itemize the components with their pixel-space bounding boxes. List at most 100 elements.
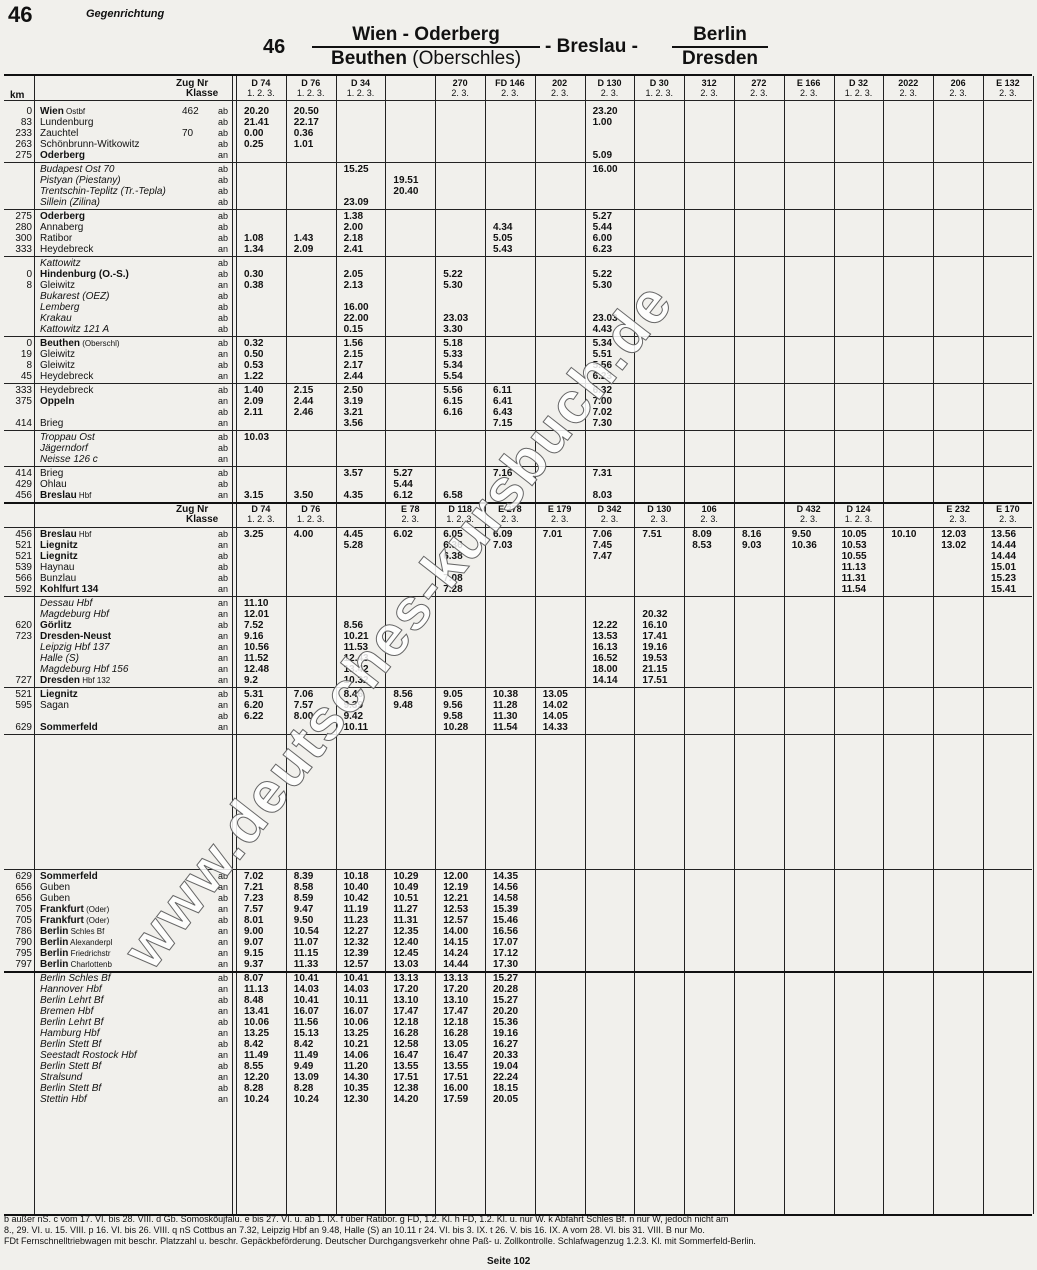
time-cell: 15.46 bbox=[493, 915, 519, 926]
time-cell: 10.11 bbox=[343, 722, 369, 733]
station-name: Dresden-Neust bbox=[40, 631, 111, 642]
time-cell: 6.12 bbox=[393, 490, 413, 501]
station-name: Berlin Alexanderpl bbox=[40, 937, 112, 948]
arr-dep: ab bbox=[218, 551, 229, 561]
time-cell: 0.50 bbox=[244, 349, 264, 360]
station-name: Ohlau bbox=[40, 479, 67, 490]
train-number: E 78 bbox=[401, 504, 420, 514]
station-label: Berlin Stett Bf bbox=[40, 1061, 102, 1072]
time-cell: 14.00 bbox=[443, 926, 469, 937]
train-class: 2. 3. bbox=[799, 514, 818, 524]
km-value: 83 bbox=[20, 117, 32, 128]
time-cell: 10.32 bbox=[343, 675, 369, 686]
time-cell: 12.53 bbox=[443, 904, 469, 915]
station-label: Berlin bbox=[40, 959, 69, 970]
time-cell: 13.55 bbox=[393, 1061, 419, 1072]
km-value: 280 bbox=[15, 222, 32, 233]
time-cell: 8.28 bbox=[244, 1083, 264, 1094]
time-cell: 11.10 bbox=[244, 598, 269, 609]
station-label: Schönbrunn-Witkowitz bbox=[40, 139, 140, 150]
time-cell: 3.56 bbox=[343, 418, 364, 429]
row-divider bbox=[4, 502, 1032, 504]
time-cell: 7.21 bbox=[244, 882, 264, 893]
time-cell: 8.48 bbox=[244, 995, 264, 1006]
train-class: 1. 2. 3. bbox=[645, 88, 674, 98]
arr-dep: an bbox=[218, 349, 229, 359]
station-label: Liegnitz bbox=[40, 689, 78, 700]
time-cell: 15.25 bbox=[343, 164, 369, 175]
km-value: 629 bbox=[15, 722, 32, 733]
time-cell: 13.41 bbox=[244, 1006, 270, 1017]
footnote-line: b außer nS. c vom 17. VI. bis 28. VIII. … bbox=[4, 1214, 729, 1224]
arr-dep: an bbox=[218, 540, 229, 550]
time-cell: 13.25 bbox=[343, 1028, 369, 1039]
train-class: 2. 3. bbox=[501, 88, 519, 98]
train-number: D 76 bbox=[301, 78, 321, 88]
time-cell: 9.16 bbox=[244, 631, 264, 642]
station-suffix: Hbf bbox=[76, 491, 92, 500]
time-cell: 16.47 bbox=[393, 1050, 419, 1061]
column-divider bbox=[883, 76, 885, 1214]
time-cell: 5.27 bbox=[592, 211, 613, 222]
arr-dep: ab bbox=[218, 324, 229, 334]
time-cell: 4.43 bbox=[592, 324, 613, 335]
column-divider bbox=[485, 76, 486, 1214]
arr-dep: ab bbox=[218, 620, 229, 630]
train-number: D 130 bbox=[597, 78, 622, 88]
time-cell: 19.04 bbox=[493, 1061, 519, 1072]
time-cell: 7.51 bbox=[642, 529, 662, 540]
time-cell: 7.01 bbox=[542, 529, 563, 540]
station-label: Frankfurt bbox=[40, 904, 84, 915]
station-label: Sillein (Zilina) bbox=[40, 197, 101, 208]
time-cell: 10.24 bbox=[244, 1094, 270, 1105]
time-cell: 14.20 bbox=[393, 1094, 419, 1105]
column-divider bbox=[933, 76, 935, 1214]
time-cell: 7.00 bbox=[592, 396, 613, 407]
row-divider bbox=[4, 596, 1032, 597]
station-name: Haynau bbox=[40, 562, 74, 573]
arr-dep: ab bbox=[218, 1061, 229, 1071]
time-cell: 7.08 bbox=[443, 573, 463, 584]
time-cell: 14.14 bbox=[592, 675, 618, 686]
time-cell: 12.57 bbox=[343, 959, 369, 970]
km-value: 375 bbox=[15, 396, 32, 407]
train-class: 2. 3. bbox=[451, 88, 469, 98]
km-value: 45 bbox=[20, 371, 32, 382]
arr-dep: an bbox=[218, 984, 229, 994]
time-cell: 2.00 bbox=[343, 222, 364, 233]
time-cell: 5.30 bbox=[443, 280, 463, 291]
station-name: Hamburg Hbf bbox=[40, 1028, 99, 1039]
arr-dep: ab bbox=[218, 995, 229, 1005]
time-cell: 6.38 bbox=[443, 551, 463, 562]
row-divider bbox=[4, 256, 1032, 257]
station-name: Beuthen (Oberschl) bbox=[40, 338, 120, 349]
time-cell: 14.44 bbox=[991, 540, 1017, 551]
station-name: Brieg bbox=[40, 418, 63, 429]
station-label: Trentschin-Teplitz (Tr.-Tepla) bbox=[40, 186, 166, 197]
km-value: 786 bbox=[15, 926, 32, 937]
time-cell: 9.37 bbox=[244, 959, 264, 970]
station-label: Gleiwitz bbox=[40, 349, 76, 360]
time-cell: 10.11 bbox=[343, 995, 369, 1006]
station-name: Hannover Hbf bbox=[40, 984, 102, 995]
arr-dep: an bbox=[218, 642, 229, 652]
time-cell: 13.05 bbox=[542, 689, 568, 700]
station-name: Dresden Hbf 132 bbox=[40, 675, 110, 686]
station-label: Magdeburg Hbf 156 bbox=[40, 664, 129, 675]
train-class: 2. 3. bbox=[550, 514, 569, 524]
station-name: Liegnitz bbox=[40, 551, 78, 562]
column-divider bbox=[684, 76, 686, 1214]
time-cell: 23.09 bbox=[343, 197, 369, 208]
km-value: 275 bbox=[15, 211, 32, 222]
train-class: 2. 3. bbox=[700, 88, 718, 98]
arr-dep: ab bbox=[218, 689, 229, 699]
time-cell: 7.28 bbox=[443, 584, 463, 595]
km-value: 539 bbox=[15, 562, 32, 573]
station-suffix: (Oberschl) bbox=[80, 339, 120, 348]
column-divider bbox=[783, 76, 785, 1214]
train-class: 2. 3. bbox=[600, 88, 619, 98]
arr-dep: an bbox=[218, 882, 229, 892]
train-number: D 32 bbox=[848, 78, 868, 88]
time-cell: 17.12 bbox=[493, 948, 519, 959]
km-value: 705 bbox=[15, 904, 32, 915]
